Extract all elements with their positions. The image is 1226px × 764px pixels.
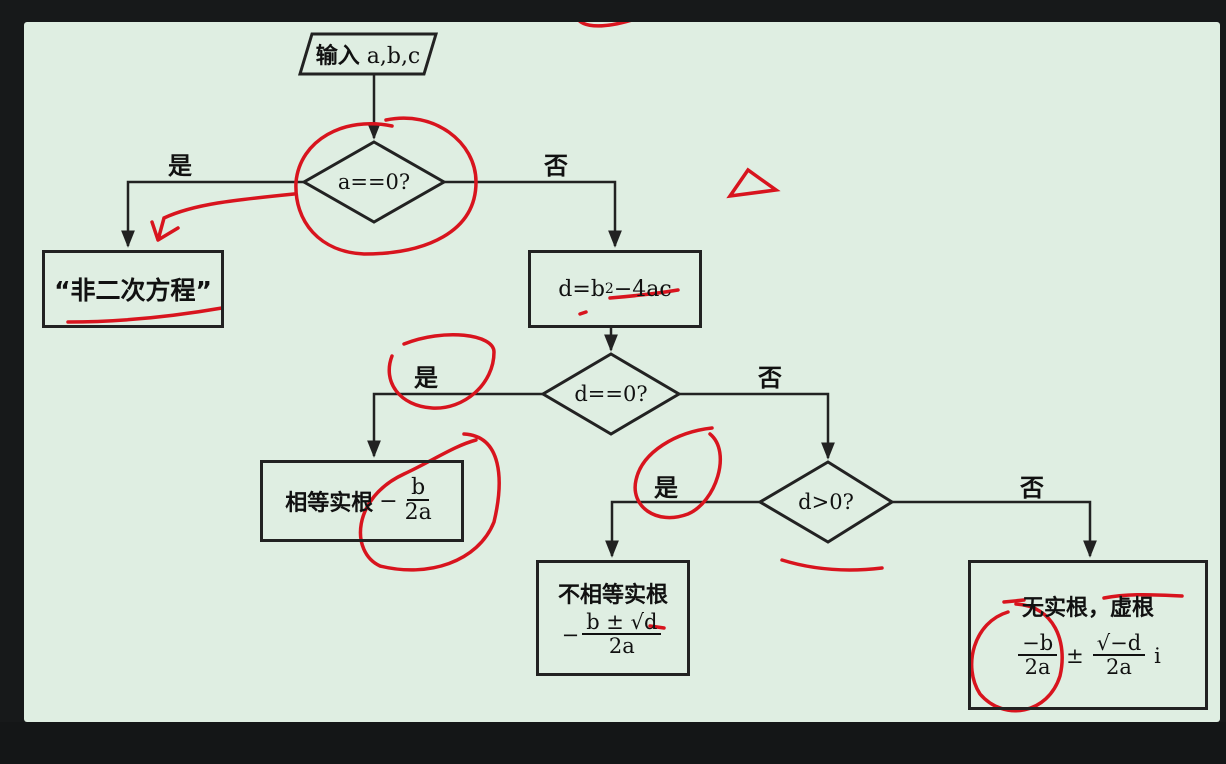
annotation-top-scribble xyxy=(578,22,632,28)
annotation-underline-4ac xyxy=(578,288,680,316)
annotation-triangle xyxy=(726,167,781,199)
no-real-roots-fraction-1: −b 2a xyxy=(1018,632,1058,680)
decision-d-gt-no-label: 否 xyxy=(1020,473,1044,502)
flowchart-lines xyxy=(66,22,1184,713)
non-quadratic-box: “非二次方程” xyxy=(42,250,224,328)
decision-d-gt-yes-label: 是 xyxy=(654,473,678,502)
screen-bottom-bezel xyxy=(0,722,1226,764)
annotation-underline-non-quadratic xyxy=(66,306,224,324)
equal-roots-numerator: b xyxy=(407,476,430,502)
unequal-roots-fraction: b ± √d 2a xyxy=(582,611,662,659)
equal-roots-fraction: b 2a xyxy=(401,476,436,525)
input-keyword: 输入 xyxy=(315,44,360,69)
decision-d-gt-shape xyxy=(757,460,895,544)
annotation-underline-d-gt xyxy=(780,558,884,572)
no-real-roots-imaginary-unit: i xyxy=(1154,643,1161,668)
annotation-circle-yes-2 xyxy=(633,426,722,520)
decision-a-yes-label: 是 xyxy=(168,151,192,180)
decision-d-eq-label: d==0? xyxy=(574,382,648,406)
unequal-roots-box: 不相等实根 − b ± √d 2a xyxy=(536,560,690,676)
decision-d-eq-no-label: 否 xyxy=(758,363,782,392)
equal-roots-box: 相等实根 − b 2a xyxy=(260,460,464,542)
annotation-arrow-yes xyxy=(150,192,296,242)
annotation-circle-decision-a xyxy=(294,116,478,256)
unequal-roots-label: 不相等实根 xyxy=(557,583,668,609)
equal-roots-sign: − xyxy=(379,488,398,514)
unequal-roots-denominator: 2a xyxy=(608,634,635,659)
annotation-underline-xugen xyxy=(1002,592,1184,604)
no-real-roots-denominator-1: 2a xyxy=(1024,655,1051,680)
discriminant-exponent: 2 xyxy=(604,281,614,297)
equal-roots-label: 相等实根 xyxy=(285,491,374,516)
no-real-roots-plus-minus: ± xyxy=(1066,643,1084,668)
decision-a-no-label: 否 xyxy=(544,151,568,180)
unequal-roots-numerator: b ± √d xyxy=(582,611,662,636)
no-real-roots-fraction-2: √−d 2a xyxy=(1092,632,1146,680)
no-real-roots-numerator-2: √−d xyxy=(1092,632,1146,657)
unequal-roots-sign: − xyxy=(561,622,580,647)
red-annotations xyxy=(66,22,1184,713)
input-label: 输入 a,b,c xyxy=(316,38,421,70)
no-real-roots-numerator-1: −b xyxy=(1018,632,1058,657)
non-quadratic-text: “非二次方程” xyxy=(54,276,212,305)
decision-d-eq-shape xyxy=(540,352,682,436)
no-real-roots-box: 无实根，虚根 −b 2a ± √−d 2a i xyxy=(968,560,1208,710)
decision-a-label: a==0? xyxy=(337,170,411,194)
input-vars: a,b,c xyxy=(366,44,421,69)
discriminant-suffix: −4ac xyxy=(613,276,672,302)
annotation-d-tick xyxy=(648,624,666,630)
no-real-roots-label: 无实根，虚根 xyxy=(1021,596,1154,622)
decision-a-shape xyxy=(300,140,448,224)
annotation-circle-yes-1 xyxy=(387,333,496,410)
annotation-circle-equal-root xyxy=(358,432,501,572)
equal-roots-denominator: 2a xyxy=(404,500,432,526)
discriminant-prefix: d=b xyxy=(558,276,605,302)
decision-d-eq-yes-label: 是 xyxy=(414,363,438,392)
input-shape xyxy=(297,32,439,76)
no-real-roots-denominator-2: 2a xyxy=(1106,655,1132,680)
decision-d-gt-label: d>0? xyxy=(798,490,854,514)
